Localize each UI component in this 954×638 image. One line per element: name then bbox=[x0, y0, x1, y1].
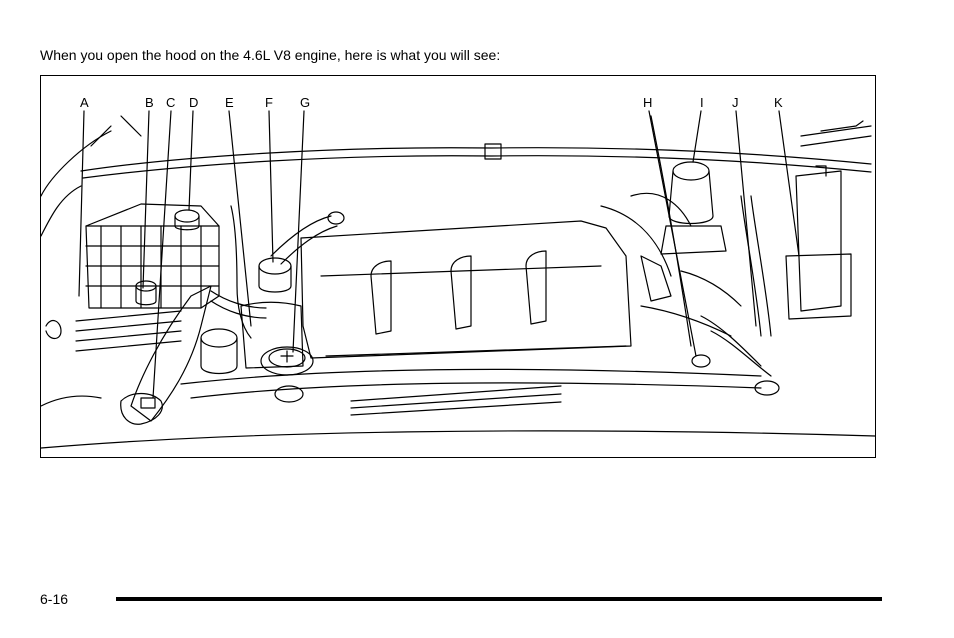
page-number: 6-16 bbox=[40, 591, 69, 607]
callout-k: K bbox=[774, 95, 783, 110]
intro-paragraph: When you open the hood on the 4.6L V8 en… bbox=[40, 47, 501, 63]
callout-i: I bbox=[700, 95, 704, 110]
engine-compartment-illustration: A B C D E F G H I J K bbox=[40, 75, 876, 458]
callout-g: G bbox=[300, 95, 311, 110]
callout-c: C bbox=[166, 95, 176, 110]
callout-b: B bbox=[145, 95, 154, 110]
footer-rule bbox=[116, 597, 882, 601]
callout-e: E bbox=[225, 95, 234, 110]
callout-f: F bbox=[265, 95, 273, 110]
callout-j: J bbox=[732, 95, 739, 110]
callout-h: H bbox=[643, 95, 653, 110]
callout-d: D bbox=[189, 95, 199, 110]
callout-a: A bbox=[80, 95, 89, 110]
engine-line-drawing bbox=[41, 110, 875, 449]
